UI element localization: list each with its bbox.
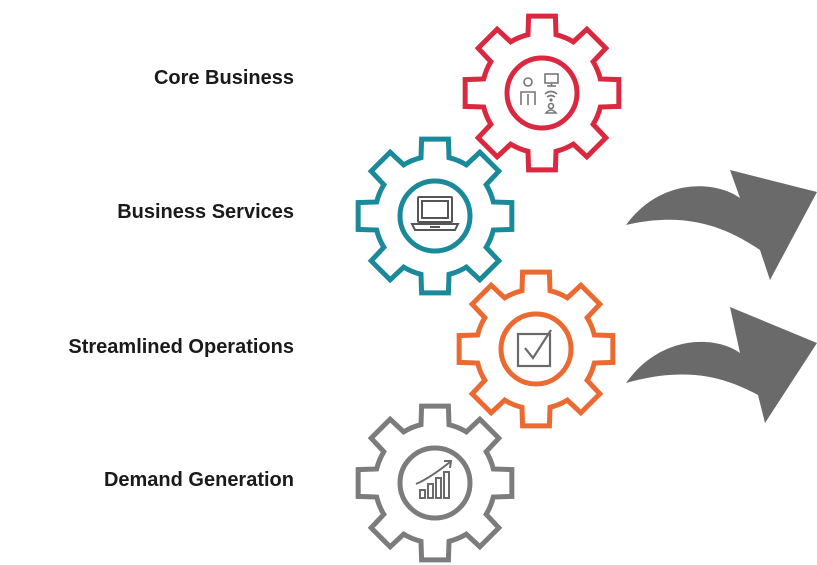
growth-chart-icon [415,460,453,499]
label-demand-generation: Demand Generation [103,469,294,491]
label-business-services: Business Services [117,201,294,223]
label-streamlined-operations: Streamlined Operations [68,336,294,358]
gear-streamlined-operations-svg [456,269,616,429]
gear-inner-ring [498,311,574,387]
gear-streamlined-operations [451,264,621,434]
gear-inner-ring [397,178,473,254]
gear-outline [355,136,515,296]
gear-business-services [350,131,520,301]
gear-core-business-svg [462,13,622,173]
label-core-business: Core Business [153,67,294,89]
gear-core-business [457,8,627,178]
laptop-icon [410,196,460,231]
people-and-devices-icon [520,73,559,114]
gear-demand-generation [350,398,520,565]
gear-demand-generation-svg [355,403,515,563]
upper-curved-arrow-icon [626,170,817,280]
lower-curved-arrow-icon [626,307,817,423]
gear-outline [462,13,622,173]
gear-outline [355,403,515,563]
gear-inner-ring [504,55,580,131]
gear-inner-ring [397,445,473,521]
checkbox-check-icon [516,329,552,368]
gear-outline [456,269,616,429]
gear-business-services-svg [355,136,515,296]
